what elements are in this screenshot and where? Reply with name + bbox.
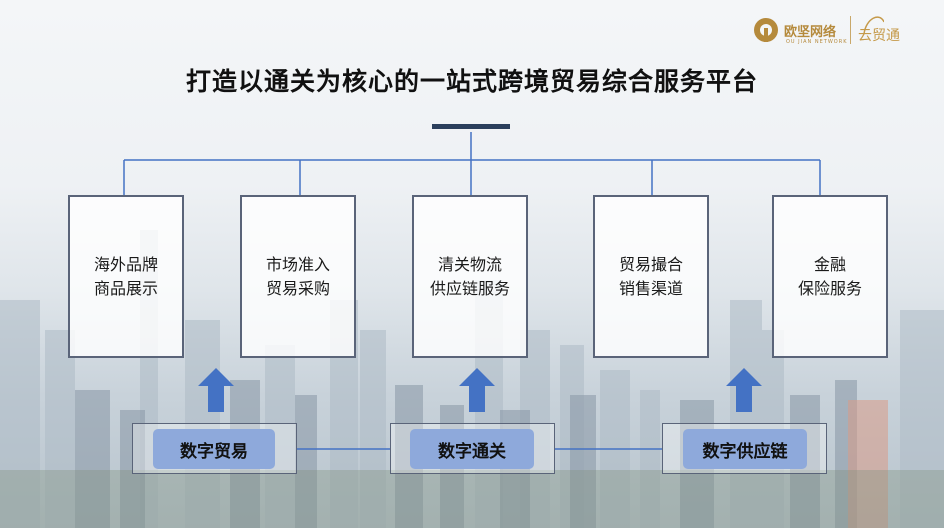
partner-logo: 云贸通 [858, 12, 900, 48]
tag-digital-trade: 数字贸易 [153, 429, 275, 469]
service-box-finance-insurance: 金融 保险服务 [772, 195, 888, 358]
cloud-swoosh-icon [863, 16, 884, 35]
service-box-line1: 市场准入 [265, 254, 330, 274]
up-arrow-icon [726, 368, 762, 412]
title-underline [432, 124, 510, 129]
service-box-line1: 贸易撮合 [618, 254, 683, 274]
page-title: 打造以通关为核心的一站式跨境贸易综合服务平台 [185, 67, 758, 96]
company-logo: 欧坚网络 [752, 12, 836, 48]
partner-logo-text: 云贸通 [858, 28, 900, 44]
tag-digital-supply-chain: 数字供应链 [683, 429, 807, 469]
up-arrow-icon [459, 368, 495, 412]
service-box-line2: 贸易采购 [265, 278, 330, 298]
service-box-trade-matching: 贸易撮合 销售渠道 [593, 195, 709, 358]
service-box-line2: 供应链服务 [429, 278, 510, 298]
service-box-line1: 清关物流 [437, 254, 502, 274]
service-box-line2: 销售渠道 [618, 278, 683, 298]
service-box-overseas-brand: 海外品牌 商品展示 [68, 195, 184, 358]
service-box-line2: 商品展示 [93, 278, 158, 298]
service-box-line1: 金融 [813, 254, 846, 274]
tag-digital-customs: 数字通关 [410, 429, 534, 469]
service-box-customs-logistics: 清关物流 供应链服务 [412, 195, 528, 358]
company-logo-text: 欧坚网络 [784, 24, 837, 40]
logo-emblem-icon [754, 18, 778, 42]
company-logo-subtext: OU JIAN NETWORK [786, 39, 848, 45]
service-box-market-access: 市场准入 贸易采购 [240, 195, 356, 358]
service-box-line1: 海外品牌 [93, 254, 158, 274]
up-arrow-icon [198, 368, 234, 412]
service-box-line2: 保险服务 [797, 278, 862, 298]
logo-divider [850, 16, 851, 44]
